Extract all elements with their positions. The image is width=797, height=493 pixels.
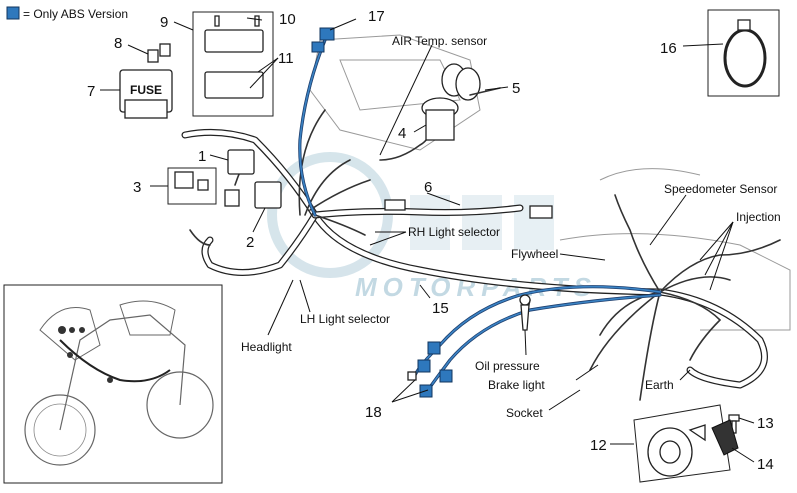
fuse-box: FUSE xyxy=(119,43,173,119)
callout-4: 4 xyxy=(398,125,406,142)
callout-10: 10 xyxy=(279,11,296,28)
callout-13: 13 xyxy=(757,415,774,432)
callout-2: 2 xyxy=(246,234,254,251)
label-lh-light-selector: LH Light selector xyxy=(300,312,390,326)
legend-text: = Only ABS Version xyxy=(23,7,128,21)
callout-1: 1 xyxy=(198,148,206,165)
label-headlight: Headlight xyxy=(241,340,292,354)
callout-12: 12 xyxy=(590,437,607,454)
callout-14: 14 xyxy=(757,456,774,473)
label-air-temp-sensor: AIR Temp. sensor xyxy=(392,34,487,48)
label-speedometer-sensor: Speedometer Sensor xyxy=(664,182,777,196)
callout-7: 7 xyxy=(87,83,95,100)
main-harness xyxy=(181,128,768,389)
callout-16: 16 xyxy=(660,40,677,57)
horn-box xyxy=(633,404,731,483)
abs-sensors xyxy=(407,341,453,398)
callout-numbers: 1 2 3 4 5 6 7 8 9 10 11 12 13 14 15 16 1… xyxy=(87,8,774,473)
bracket-14 xyxy=(711,419,739,456)
label-rh-light-selector: RH Light selector xyxy=(408,225,500,239)
abs-connector-17 xyxy=(311,27,335,53)
callout-8: 8 xyxy=(114,35,122,52)
clamp-box xyxy=(707,9,780,97)
label-earth: Earth xyxy=(645,378,674,392)
relay-group-box xyxy=(192,11,274,117)
callout-18: 18 xyxy=(365,404,382,421)
callout-3: 3 xyxy=(133,179,141,196)
label-flywheel: Flywheel xyxy=(511,247,558,261)
callout-5: 5 xyxy=(512,80,520,97)
leader-lines xyxy=(100,17,755,463)
callout-11: 11 xyxy=(278,50,294,67)
callout-9: 9 xyxy=(160,14,168,31)
legend: = Only ABS Version xyxy=(6,6,128,21)
callout-17: 17 xyxy=(368,8,385,25)
fuse-box-label: FUSE xyxy=(130,83,162,97)
cable-6 xyxy=(384,199,553,219)
label-oil-pressure: Oil pressure xyxy=(475,359,540,373)
branch-wires xyxy=(189,109,781,401)
relay-box xyxy=(167,167,217,205)
component-labels: AIR Temp. sensor Speedometer Sensor Inje… xyxy=(241,34,781,420)
callout-15: 15 xyxy=(432,300,449,317)
label-brake-light: Brake light xyxy=(488,378,545,392)
callout-6: 6 xyxy=(424,179,432,196)
label-injection: Injection xyxy=(736,210,781,224)
keys xyxy=(441,63,501,101)
abs-legend-swatch xyxy=(6,6,20,20)
ignition-switch xyxy=(421,97,459,141)
motorcycle-inset xyxy=(3,284,223,484)
oil-pressure-sensor xyxy=(519,294,531,331)
label-socket: Socket xyxy=(506,406,543,420)
module-2 xyxy=(254,181,282,209)
relay-1 xyxy=(224,149,255,207)
